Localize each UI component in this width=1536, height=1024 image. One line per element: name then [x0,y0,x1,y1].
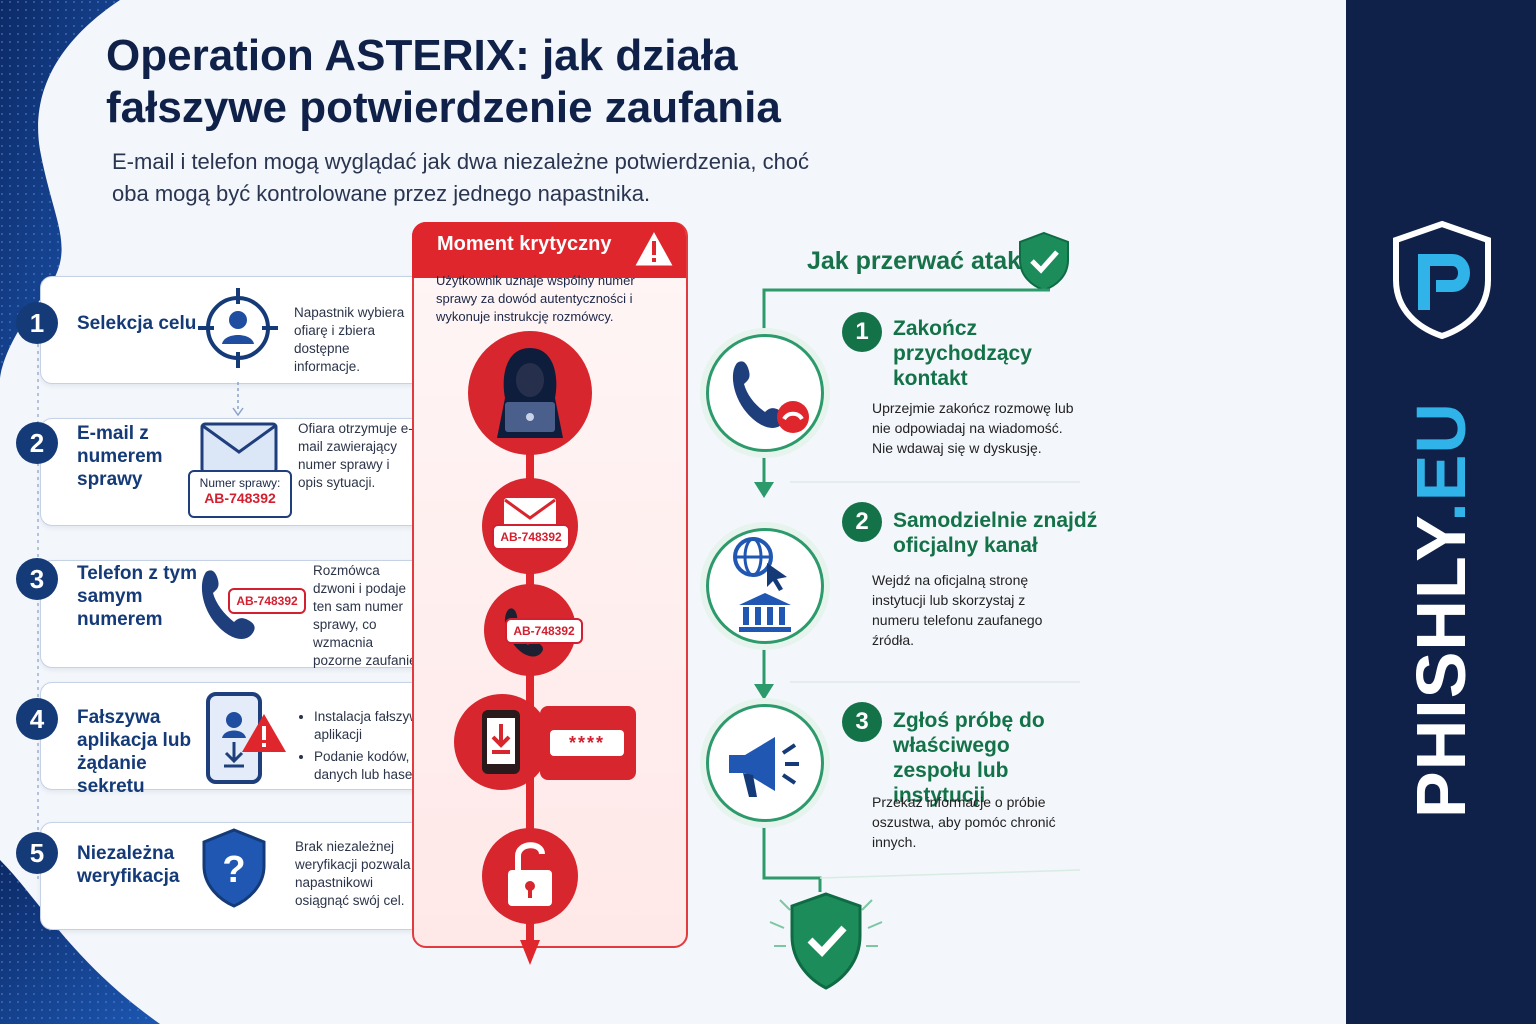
step-number-2: 2 [16,422,58,464]
brand-suffix: .EU [1402,402,1480,522]
svg-text:?: ? [222,849,245,891]
step-number-4: 4 [16,698,58,740]
defense-title-1: Zakończ przychodzący kontakt [893,317,1032,390]
page-subtitle: E-mail i telefon mogą wyglądać jak dwa n… [112,149,810,206]
email-case-number: AB-748392 [492,524,570,550]
warning-triangle-icon [630,226,678,270]
case-number-tag: Numer sprawy: AB-748392 [188,470,292,518]
phone-app-warning-icon [204,690,288,786]
step-desc-1: Napastnik wybiera ofiarę i zbiera dostęp… [294,305,405,374]
app-download-circle-icon [452,692,552,792]
step-number-5: 5 [16,832,58,874]
megaphone-icon [706,704,824,822]
step-bullets-4: Instalacja fałszywej aplikacji Podanie k… [300,708,454,788]
phone-case-number-critical: AB-748392 [505,618,583,644]
envelope-icon [200,422,278,474]
critical-flow-line [520,420,540,965]
step-card-3 [40,560,437,668]
defense-desc-2: Wejdź na oficjalną stronę instytucji lub… [872,572,1043,648]
step-title-3: Telefon z tym samym numerem [77,563,197,630]
case-number-label: Numer sprawy: [199,476,281,490]
masked-code: **** [550,730,624,756]
step-desc-2: Ofiara otrzymuje e-mail zawierający nume… [298,421,413,490]
case-number-value: AB-748392 [204,490,276,506]
step-title-4: Fałszywa aplikacja lub żądanie sekretu [77,707,192,797]
defense-title-3: Zgłoś próbę do właściwego zespołu lub in… [893,709,1045,807]
brand-wordmark: PHISHLY.EU [1401,402,1481,818]
brand-sidebar [1346,0,1536,1024]
defense-number-1: 1 [842,312,882,352]
step-number-3: 3 [16,558,58,600]
brand-name: PHISHLY [1402,521,1480,818]
step-title-1: Selekcja celu [77,313,197,334]
step-desc-3: Rozmówca dzwoni i podaje ten sam numer s… [313,563,421,668]
step-desc-5: Brak niezależnej weryfikacji pozwala nap… [295,839,411,908]
shield-question-icon: ? [198,826,270,910]
phone-icon [196,566,258,642]
critical-title: Moment krytyczny [437,233,612,255]
step-number-1: 1 [16,302,58,344]
hacker-icon [465,328,595,458]
defense-desc-3: Przekaż informacje o próbie oszustwa, ab… [872,794,1056,850]
defense-title: Jak przerwać atak [807,247,1022,275]
unlocked-padlock-icon [480,826,580,926]
step-title-5: Niezależna weryfikacja [77,843,180,887]
critical-header [412,222,686,278]
defense-number-3: 3 [842,702,882,742]
defense-number-2: 2 [842,502,882,542]
bullet-item: Instalacja fałszywej aplikacji [314,708,454,744]
bullet-item: Podanie kodów, danych lub haseł [314,748,454,784]
page-title: Operation ASTERIX: jak działa fałszywe p… [106,31,781,132]
step-title-2: E-mail z numerem sprawy [77,423,163,490]
critical-text: Użytkownik uznaje wspólny numer sprawy z… [436,273,635,324]
defense-desc-1: Uprzejmie zakończ rozmowę lub nie odpowi… [872,400,1074,456]
phone-case-number: AB-748392 [228,588,306,614]
defense-title-2: Samodzielnie znajdź oficjalny kanał [893,509,1098,557]
hang-up-phone-icon [706,334,824,452]
phishly-logo-icon [1390,220,1494,340]
flow-arrow [232,382,244,416]
target-user-icon [196,286,280,370]
success-shield-icon [766,886,886,996]
globe-institution-icon [706,528,824,644]
